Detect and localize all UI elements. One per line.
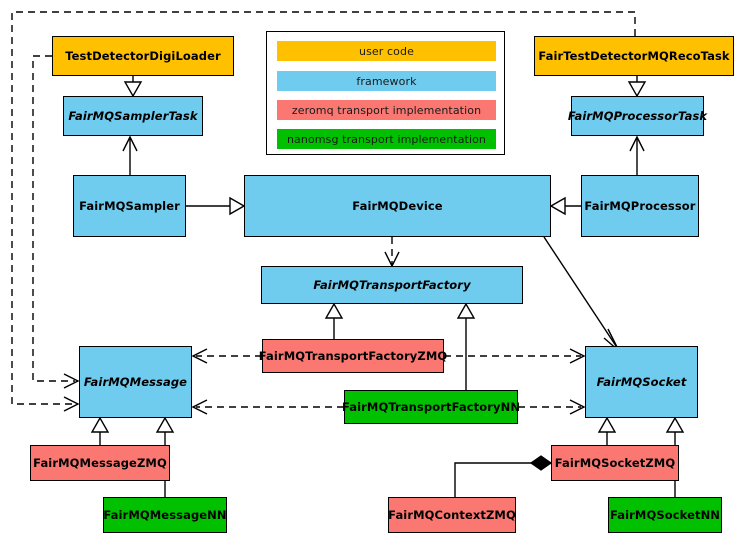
association-sampler-samplertask (122, 135, 138, 175)
association-processor-processortask (629, 135, 645, 175)
legend-label-framework: framework (356, 74, 417, 88)
class-label: FairMQContextZMQ (388, 507, 516, 522)
legend-label-user-code: user code (359, 44, 414, 58)
dependency-factorynn-message (191, 399, 344, 415)
class-label: FairMQMessageNN (103, 507, 227, 522)
dependency-factorynn-socket (518, 399, 586, 415)
class-node-fairmqtransportfactory[interactable]: FairMQTransportFactory (261, 266, 523, 304)
class-label: FairMQSamplerTask (68, 108, 198, 123)
legend-label-nanomsg: nanomsg transport implementation (286, 132, 487, 146)
legend-item-zeromq: zeromq transport implementation (277, 100, 496, 120)
generalization-factoryzmq-transportfactory (324, 302, 344, 339)
composition-socketzmq-contextzmq (454, 456, 553, 497)
class-node-fairtestdetectormqrecotask[interactable]: FairTestDetectorMQRecoTask (534, 36, 734, 76)
generalization-digiloader-samplertask (123, 76, 143, 98)
class-node-fairmqmessagezmq[interactable]: FairMQMessageZMQ (30, 445, 170, 481)
class-label: FairMQProcessorTask (567, 108, 708, 123)
legend-item-nanomsg: nanomsg transport implementation (277, 129, 496, 149)
class-node-fairmqsamplertask[interactable]: FairMQSamplerTask (63, 96, 203, 136)
generalization-factorynn-transportfactory (456, 302, 476, 390)
class-label: FairMQDevice (352, 198, 443, 213)
legend-label-zeromq: zeromq transport implementation (291, 103, 482, 117)
class-label: FairTestDetectorMQRecoTask (538, 48, 730, 63)
class-label: FairMQProcessor (584, 198, 696, 213)
class-label: FairMQSampler (79, 198, 180, 213)
legend-panel: user code framework zeromq transport imp… (266, 31, 505, 155)
generalization-processor-device (549, 196, 581, 216)
class-node-fairmqsampler[interactable]: FairMQSampler (73, 175, 186, 237)
legend-item-framework: framework (277, 71, 496, 91)
legend-item-user-code: user code (277, 41, 496, 61)
class-label: FairMQSocketNN (609, 507, 721, 522)
class-label: TestDetectorDigiLoader (65, 48, 221, 63)
class-node-fairmqsocket[interactable]: FairMQSocket (585, 346, 698, 418)
dependency-device-transportfactory (384, 237, 400, 268)
class-label: FairMQSocket (596, 374, 687, 389)
class-node-fairmqdevice[interactable]: FairMQDevice (244, 175, 551, 237)
class-node-testdetectordigiloader[interactable]: TestDetectorDigiLoader (52, 36, 234, 76)
generalization-recotask-processortask (627, 76, 647, 98)
dependency-digiloader-to-message (32, 55, 80, 389)
class-label: FairMQTransportFactory (313, 277, 471, 292)
class-label: FairMQSocketZMQ (554, 455, 676, 470)
generalization-messagezmq-message (90, 416, 110, 445)
class-node-fairmqprocessor[interactable]: FairMQProcessor (581, 175, 699, 237)
class-node-fairmqsocketzmq[interactable]: FairMQSocketZMQ (551, 445, 679, 481)
class-node-fairmqtransportfactorynn[interactable]: FairMQTransportFactoryNN (341, 390, 521, 424)
dependency-recotask-to-message (11, 11, 636, 412)
generalization-socketzmq-socket (597, 416, 617, 445)
class-label: FairMQTransportFactoryZMQ (258, 348, 448, 363)
class-label: FairMQMessageZMQ (33, 455, 167, 470)
class-node-fairmqtransportfactoryzmq[interactable]: FairMQTransportFactoryZMQ (259, 339, 447, 373)
dependency-factoryzmq-socket (444, 348, 586, 364)
class-node-fairmqprocessortask[interactable]: FairMQProcessorTask (567, 96, 708, 136)
class-node-fairmqmessage[interactable]: FairMQMessage (79, 346, 192, 418)
class-node-fairmqmessagenn[interactable]: FairMQMessageNN (103, 497, 227, 533)
association-device-socket (543, 236, 620, 352)
class-node-fairmqsocketnn[interactable]: FairMQSocketNN (608, 497, 722, 533)
generalization-sampler-device (186, 196, 246, 216)
class-label: FairMQTransportFactoryNN (341, 399, 521, 414)
class-label: FairMQMessage (83, 374, 188, 389)
dependency-factoryzmq-message (191, 348, 262, 364)
class-node-fairmqcontextzmq[interactable]: FairMQContextZMQ (388, 497, 516, 533)
